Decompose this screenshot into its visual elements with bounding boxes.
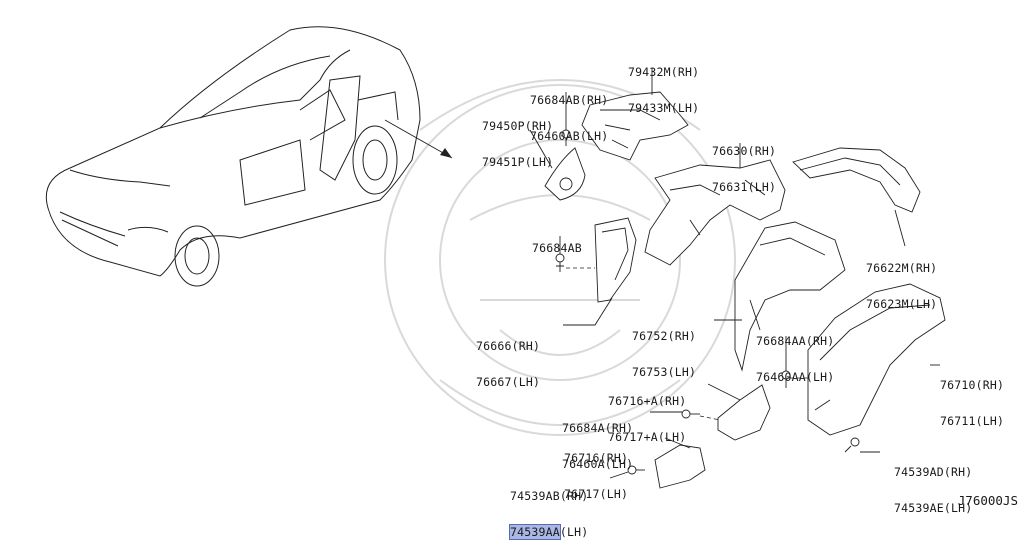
leader-76716a — [707, 383, 741, 401]
part-79450p — [544, 147, 586, 201]
callout-76752: 76752(RH) 76753(LH) — [632, 306, 696, 390]
callout-76630: 76630(RH) 76631(LH) — [712, 121, 776, 205]
bolt-76684ab — [561, 129, 571, 146]
callout-rh: 76684AA(RH) — [756, 334, 835, 348]
callout-76684ab-single: 76684AB — [532, 218, 582, 266]
callout-lh: 76717+A(LH) — [608, 430, 687, 444]
part-76716a — [717, 384, 771, 441]
car-outline — [45, 26, 421, 287]
callout-76684ab: 76684AB(RH) 76460AB(LH) — [530, 70, 608, 154]
diagram-code: J76000JS — [957, 493, 1018, 508]
callout-79432m: 79432M(RH) 79433M(LH) — [628, 42, 699, 126]
callout-76684a: 76684A(RH) 76460A(LH) — [562, 398, 633, 482]
callout-rh: 74539AD(RH) — [894, 465, 973, 479]
callout-76684aa: 76684AA(RH) 76460AA(LH) — [756, 311, 834, 395]
part-76630 — [644, 159, 786, 266]
callout-lh: 76623M(LH) — [866, 297, 938, 311]
callout-76716a: 76716+A(RH) 76717+A(LH) — [608, 371, 686, 455]
callout-79450p: 79450P(RH) 79451P(LH) — [482, 96, 553, 180]
leader-79450p — [529, 129, 553, 169]
parts-diagram: 79432M(RH) 79433M(LH) 76684AB(RH) 76460A… — [45, 26, 1018, 540]
callout-lh: 76460AA(LH) — [756, 370, 835, 384]
clip-74539ab — [627, 465, 645, 475]
callout-rh: 76630(RH) — [712, 144, 777, 158]
callout-rh: 79450P(RH) — [482, 119, 554, 133]
callout-rh: 76684AB(RH) — [530, 93, 609, 107]
part-76666 — [594, 217, 637, 303]
callout-lh: 76753(LH) — [632, 365, 697, 379]
bolt-76684ab-mid — [555, 253, 565, 272]
part-76752 — [734, 221, 846, 372]
callout-lh: 76631(LH) — [712, 180, 777, 194]
callout-lh: 76717(LH) — [564, 487, 629, 501]
callout-lh: 79451P(LH) — [482, 155, 554, 169]
callout-rh: 76716+A(RH) — [608, 394, 687, 408]
callout-lh: 76460A(LH) — [562, 457, 634, 471]
callout-74539ad: 74539AD(RH) 74539AE(LH) — [894, 442, 972, 526]
callout-rh: 76622M(RH) — [866, 261, 938, 275]
callout-rh: 76752(RH) — [632, 329, 697, 343]
callout-76666: 76666(RH) 76667(LH) — [476, 316, 540, 400]
callout-rh: 76710(RH) — [940, 378, 1005, 392]
part-76710 — [807, 283, 946, 436]
bolt-76684a — [681, 409, 700, 419]
callout-rh: 76684A(RH) — [562, 421, 634, 435]
arrow-head — [440, 148, 452, 158]
highlighted-part-number[interactable]: 74539AA — [509, 524, 561, 540]
part-76622m — [792, 147, 921, 213]
callout-76710: 76710(RH) 76711(LH) — [940, 355, 1004, 439]
pointer-arrow — [384, 119, 453, 159]
leader-76716 — [664, 437, 691, 449]
callout-lh: 76711(LH) — [940, 414, 1005, 428]
clip-74539ad — [844, 437, 860, 453]
callout-74539ab: 74539AB(RH) 74539AA(LH) — [509, 466, 589, 550]
leader-74539ab — [609, 471, 629, 479]
part-76716 — [654, 444, 706, 489]
callout-lh: 76667(LH) — [476, 375, 541, 389]
callout-lh-suffix: (LH) — [559, 525, 589, 539]
callout-lh: 79433M(LH) — [628, 101, 700, 115]
dash-76684a — [699, 415, 721, 421]
diagram-canvas — [45, 26, 946, 489]
callout-rh: 76684AB — [532, 241, 582, 255]
callout-76716: 76716(RH) 76717(LH) — [564, 428, 628, 512]
leader-76666 — [563, 297, 613, 326]
callout-rh: 76716(RH) — [564, 451, 629, 465]
callout-76622m: 76622M(RH) 76623M(LH) — [866, 238, 937, 322]
callout-lh: 76460AB(LH) — [530, 129, 609, 143]
leader-76622m — [894, 209, 906, 247]
callout-rh: 74539AB(RH) — [510, 489, 589, 503]
callout-lh-row: 74539AA(LH) — [509, 524, 589, 540]
callout-rh: 76666(RH) — [476, 339, 541, 353]
callout-rh: 79432M(RH) — [628, 65, 700, 79]
part-79432m — [581, 91, 689, 161]
